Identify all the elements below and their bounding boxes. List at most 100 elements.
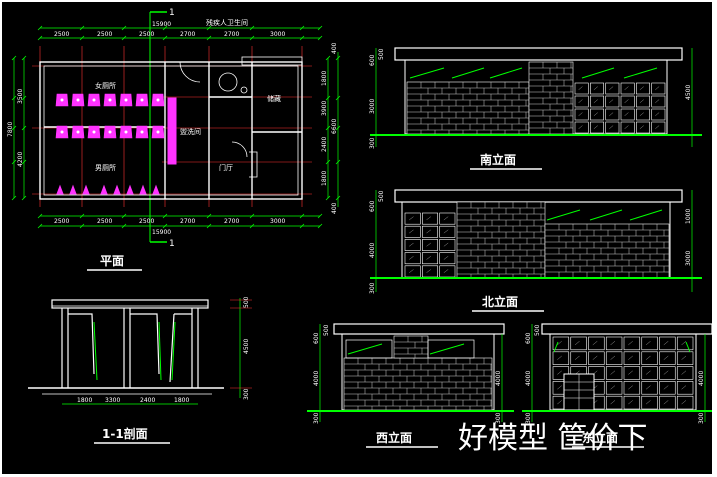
plan-title: 平面: [100, 254, 124, 268]
east-door-panels: [564, 374, 594, 410]
glass-pane: [676, 351, 694, 365]
east-dim-1: 500: [534, 324, 541, 336]
toilet-bowl: [155, 97, 161, 103]
urinal: [139, 184, 147, 195]
glass-reflection: [639, 125, 644, 129]
glass-reflection: [624, 99, 629, 103]
glass-pane: [574, 108, 589, 121]
plan-bottom-dim-3: 2500: [139, 218, 154, 225]
glass-pane: [636, 108, 650, 121]
section-height-dim-3: 300: [243, 388, 250, 400]
dimension-tick: [11, 125, 17, 131]
west-dim-1: 500: [323, 324, 330, 336]
glass-pane: [590, 95, 604, 108]
urinal: [152, 184, 160, 195]
glass-pane: [651, 82, 666, 95]
plan-fixtures: [167, 61, 258, 178]
section-roof: [51, 299, 209, 309]
glass-pane: [590, 82, 604, 95]
south-right-dim: 4500: [685, 85, 692, 100]
dimension-tick: [299, 35, 305, 41]
dimension-tick: [325, 159, 331, 165]
glass-reflection: [409, 256, 414, 260]
plan-right-dim-4: 1800: [321, 171, 328, 186]
dimension-tick: [79, 35, 85, 41]
glass-pane: [422, 212, 438, 225]
glass-pane: [439, 212, 456, 225]
south-elevation: 500 600 3000 300 4500 南立面: [369, 47, 702, 170]
glass-reflection: [557, 355, 562, 360]
dimension-tick: [335, 95, 341, 101]
east-right-dim-2: 300: [698, 412, 705, 424]
glass-pane: [623, 336, 641, 351]
glass-reflection: [578, 125, 583, 129]
plan-bottom-dim-5: 2700: [224, 218, 239, 225]
dimension-tick: [162, 25, 168, 31]
north-roof: [394, 189, 683, 203]
label-accessible-toilet: 残疾人卫生间: [206, 18, 248, 27]
label-storage: 储藏: [267, 94, 281, 103]
dimension-tick: [37, 35, 43, 41]
label-door: 门厅: [219, 163, 233, 172]
glass-reflection: [409, 229, 414, 234]
plan-view: 1 1 15900 15900 2500 2500 2500 2700 2700…: [7, 8, 341, 271]
sink-counter: [167, 97, 177, 165]
glass-pane: [590, 108, 604, 121]
glass-reflection: [645, 341, 651, 346]
glass-pane: [620, 82, 635, 95]
dimension-tick: [21, 55, 27, 61]
plan-edge-dim-top: 400: [331, 42, 338, 54]
west-title: 西立面: [376, 430, 412, 445]
dimension-tick: [325, 195, 331, 201]
glass-pane: [422, 252, 438, 265]
plan-bottom-dim-6: 3000: [270, 218, 285, 225]
glass-pane: [605, 121, 620, 134]
east-dim-4: 300: [525, 412, 532, 424]
dimension-tick: [79, 213, 85, 219]
glass-reflection: [578, 86, 583, 90]
north-elevation: 500 600 4000 300 1000 3000 北立面: [369, 189, 702, 312]
glass-reflection: [557, 385, 562, 390]
glass-pane: [570, 351, 587, 365]
glass-reflection: [610, 400, 616, 405]
north-brick-panels: [456, 201, 670, 279]
west-dim-3: 4000: [313, 371, 320, 386]
glass-reflection: [663, 341, 669, 346]
dimension-tick: [317, 35, 323, 41]
glass-reflection: [409, 216, 414, 221]
glass-reflection: [426, 216, 431, 221]
plan-right-dim-3: 2400: [321, 137, 328, 152]
dimension-tick: [11, 195, 17, 201]
glass-pane: [439, 252, 456, 265]
dimension-tick: [325, 125, 331, 131]
glass-reflection: [655, 86, 660, 90]
urinal: [113, 184, 121, 195]
east-clerestory: [553, 341, 691, 353]
section-height-dim-1: 500: [243, 296, 250, 308]
glass-reflection: [681, 400, 687, 405]
west-right-dim-1: 4000: [495, 371, 502, 386]
glass-reflection: [409, 269, 414, 273]
north-title: 北立面: [482, 294, 518, 309]
dimension-tick: [335, 125, 341, 131]
dimension-tick: [11, 95, 17, 101]
dimension-tick: [121, 223, 127, 229]
plan-top-dim-5: 2700: [224, 31, 239, 38]
glass-reflection: [592, 355, 598, 360]
glass-reflection: [574, 355, 580, 360]
urinal: [100, 184, 108, 195]
dimension-tick: [249, 223, 255, 229]
glass-pane: [676, 395, 694, 410]
south-title: 南立面: [480, 152, 516, 167]
label-female-toilet: 女厕所: [95, 81, 116, 90]
glass-pane: [552, 351, 570, 365]
west-right-dim-2: 300: [495, 412, 502, 424]
dimension-tick: [317, 213, 323, 219]
south-brick-panels: [406, 61, 574, 135]
plan-overall-dim-bottom-label: 15900: [152, 229, 171, 236]
brick-panel-outline: [343, 357, 493, 411]
glass-reflection: [655, 99, 660, 103]
north-dim-3: 4000: [369, 243, 376, 258]
glass-pane: [605, 366, 623, 380]
glass-reflection: [593, 86, 598, 90]
